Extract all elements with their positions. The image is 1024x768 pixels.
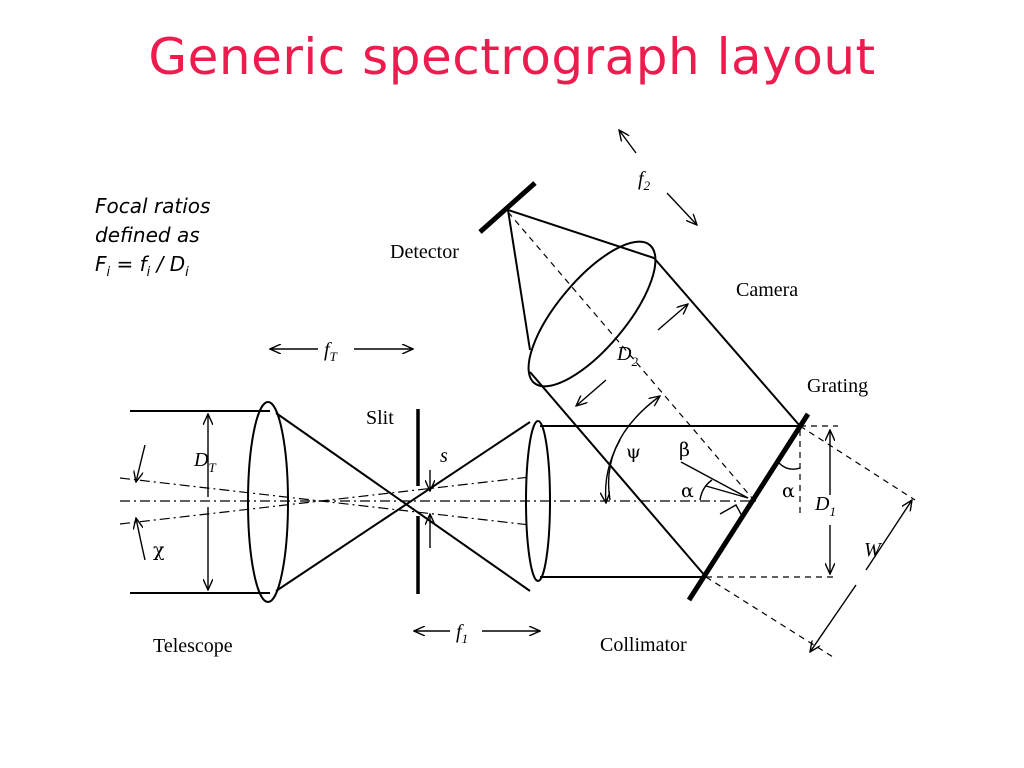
D2-sub: 2 [631,354,638,369]
f2-arrow-down [666,192,697,225]
D1-label: D1 [814,493,836,519]
focal-ratio-note: Focal ratios defined as Fi = fi / Di [95,192,210,287]
detector [478,181,537,234]
slit-label: Slit [366,407,394,429]
f1-main: f [456,621,464,643]
D2-main: D [616,343,632,365]
telescope-converging-ray-bottom [275,421,531,592]
camera-converging-ray-left [507,209,531,351]
alpha-right-label: α [782,480,795,502]
fT-sub: T [330,349,338,364]
f2-label: f2 [638,168,651,193]
focal-note-formula: Fi = fi / Di [95,250,210,287]
diffracted-beam-top [653,257,801,427]
f1-label: f1 [456,621,468,646]
W-arrow-down [810,584,857,652]
formula-sub-i2: i [146,265,151,280]
alpha-arc-right [778,462,801,470]
camera-converging-ray-right [507,209,655,259]
DT-label: DT [193,449,216,475]
fT-label: fT [324,339,338,364]
f2-arrow-up [619,130,637,154]
grating [686,412,811,602]
grating-label: Grating [807,375,868,397]
chi-arrow-top [136,444,146,482]
psi-arc-arrow-bottom [606,439,621,503]
collimator-label: Collimator [600,634,687,656]
chi-arrow-bottom [136,518,146,561]
formula-div-D: / D [150,252,186,276]
focal-note-line2: defined as [95,223,200,247]
DT-main: D [193,449,209,471]
D2-arrow-down [576,379,607,406]
f1-sub: 1 [462,631,469,646]
psi-label: ψ [626,441,641,463]
camera-lens [527,240,657,388]
off-axis-ray-2 [119,476,531,525]
detector-label: Detector [390,241,459,263]
alpha-ray [705,485,749,499]
camera-axis [507,211,753,499]
diffracted-beam-bottom [529,371,707,578]
fT-main: f [324,339,332,361]
s-label: s [440,445,448,467]
beta-label: β [679,439,690,461]
telescope-lens [247,401,289,603]
camera-label: Camera [736,279,798,301]
slide-title: Generic spectrograph layout [148,28,876,86]
formula-eq-f: = f [110,252,147,276]
telescope-label: Telescope [153,635,233,657]
alpha-arc-left [699,479,713,501]
alpha-left-label: α [681,480,694,502]
formula-F: F [95,252,107,276]
W-arrow-up [865,500,912,571]
f2-main: f [638,168,646,190]
D2-arrow-up [657,304,688,331]
off-axis-ray-1 [119,477,531,526]
grating-extension-top [799,425,916,501]
D2-label: D2 [616,343,638,369]
focal-note-line1: Focal ratios [95,194,211,218]
grating-extension-bottom [705,576,834,658]
beta-ray [680,461,749,499]
D1-main: D [814,493,830,515]
formula-sub-i1: i [106,265,111,280]
f2-sub: 2 [644,178,651,193]
DT-sub: T [208,460,216,475]
telescope-converging-ray-top [275,412,531,592]
formula-sub-i3: i [185,265,189,280]
collimator-lens [525,420,551,582]
W-label: W [864,539,883,561]
chi-label: χ [153,539,165,561]
D1-sub: 1 [829,504,836,519]
normal-right-angle [719,504,743,517]
